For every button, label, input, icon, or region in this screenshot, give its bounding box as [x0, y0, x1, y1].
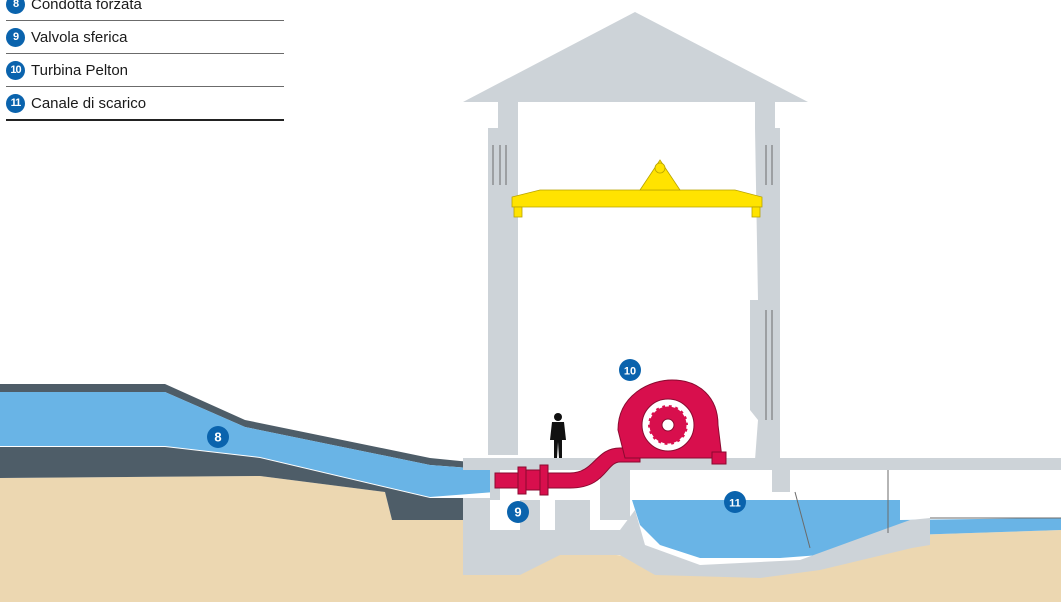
legend-item-ball-valve: 9 Valvola sferica [6, 21, 284, 54]
svg-text:8: 8 [214, 430, 221, 445]
powerhouse-right-wall [750, 128, 780, 460]
powerhouse-floor [463, 458, 1061, 520]
callout-penstock: 8 [207, 426, 229, 448]
tailrace-water [632, 500, 1061, 558]
legend-item-tailrace: 11 Canale di scarico [6, 87, 284, 121]
overhead-crane [511, 159, 763, 218]
powerhouse-foundation [463, 498, 930, 578]
callout-pelton-turbine: 10 [619, 359, 641, 381]
callout-ball-valve: 9 [507, 501, 529, 523]
callout-tailrace: 11 [724, 491, 746, 513]
legend-item-pelton-turbine: 10 Turbina Pelton [6, 54, 284, 87]
ball-valve [517, 464, 549, 496]
penstock-bedding [0, 447, 470, 520]
powerhouse-left-wall [488, 128, 518, 455]
pelton-turbine [617, 379, 727, 465]
legend-badge: 10 [6, 60, 25, 80]
legend-label: Turbina Pelton [31, 61, 129, 79]
legend-label: Condotta forzata [31, 0, 142, 13]
powerhouse-roof [463, 12, 808, 128]
person-silhouette [550, 413, 566, 458]
svg-text:10: 10 [624, 366, 636, 378]
tailrace-wall [772, 470, 790, 492]
legend-badge: 11 [6, 93, 25, 113]
legend-item-penstock: 8 Condotta forzata [6, 0, 284, 21]
wall-lines [492, 145, 1061, 549]
legend: 8 Condotta forzata 9 Valvola sferica 10 … [6, 0, 284, 121]
penstock-casing [0, 384, 470, 468]
legend-label: Canale di scarico [31, 94, 147, 112]
penstock-water [0, 392, 495, 497]
legend-badge: 9 [6, 27, 25, 47]
legend-label: Valvola sferica [31, 28, 128, 46]
svg-text:11: 11 [729, 498, 741, 510]
svg-text:9: 9 [514, 505, 521, 520]
legend-badge: 8 [6, 0, 25, 14]
